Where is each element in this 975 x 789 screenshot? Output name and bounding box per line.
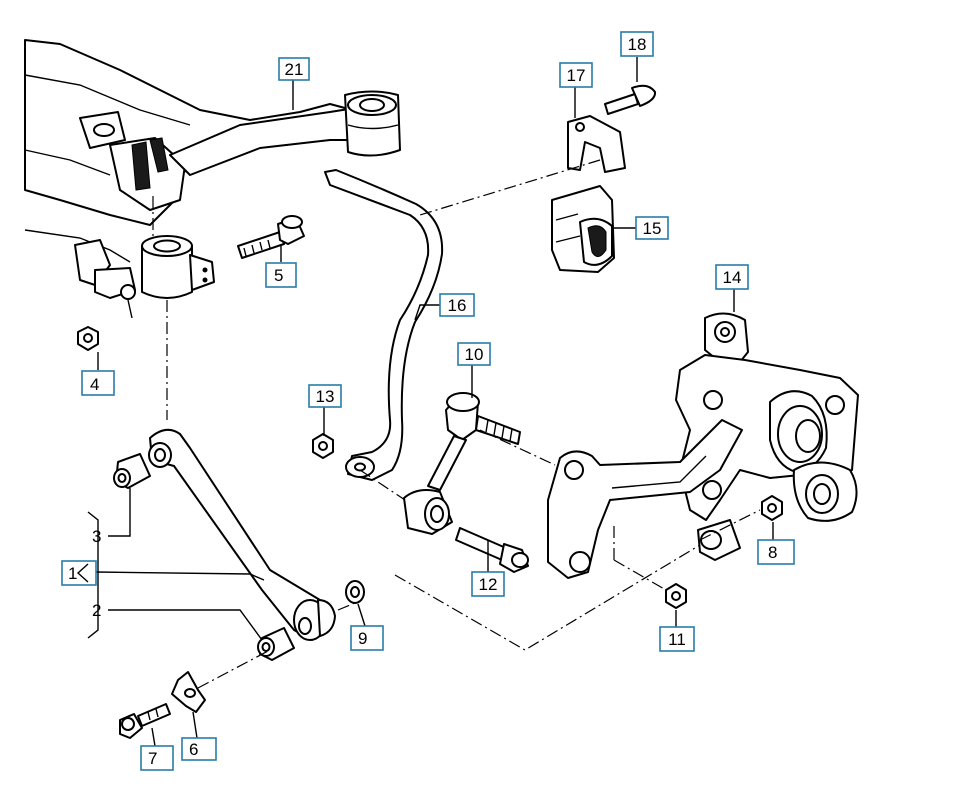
plate-part-6: [171, 671, 206, 713]
label-7-text: 7: [148, 749, 157, 768]
label-6-text: 6: [189, 740, 198, 759]
label-13: 13: [308, 384, 342, 408]
wheel-bearing-housing: [675, 312, 859, 561]
label-4: 4: [81, 370, 115, 396]
nut-part-11: [665, 583, 687, 609]
label-3: 3: [92, 527, 101, 546]
label-2-text: 2: [92, 601, 101, 620]
bushing-part-3: [113, 453, 151, 489]
label-7: 7: [140, 745, 174, 771]
subframe-bushing: [141, 235, 215, 299]
label-10-text: 10: [465, 345, 484, 364]
coupling-rod-part-10: [403, 392, 521, 535]
label-12-text: 12: [479, 575, 498, 594]
upper-control-arm: [169, 90, 401, 176]
label-9: 9: [350, 625, 384, 651]
label-16-text: 16: [448, 296, 467, 315]
label-5: 5: [265, 262, 297, 288]
label-10: 10: [457, 342, 491, 366]
label-15: 15: [635, 216, 669, 240]
label-18-text: 18: [628, 35, 647, 54]
assembly-lines: [152, 159, 761, 689]
label-14-text: 14: [723, 268, 742, 287]
label-3-text: 3: [92, 527, 101, 546]
nut-part-13: [312, 433, 334, 459]
label-5-text: 5: [274, 266, 283, 285]
label-2: 2: [92, 601, 101, 620]
label-17: 17: [559, 62, 593, 88]
label-8: 8: [757, 539, 795, 565]
rubber-mount-part-15: [551, 185, 615, 273]
stabilizer-bar: [324, 169, 444, 481]
lower-arm-part-1: [148, 428, 336, 641]
leader-lines: [87, 57, 774, 747]
label-4-text: 4: [90, 375, 99, 394]
label-11: 11: [659, 626, 695, 652]
label-18: 18: [620, 31, 654, 57]
clamp-part-17: [567, 115, 626, 173]
label-16: 16: [439, 293, 475, 317]
bolt-part-12: [455, 527, 529, 573]
label-11-text: 11: [668, 630, 686, 649]
label-15-text: 15: [643, 219, 662, 238]
transverse-link: [547, 419, 743, 579]
label-13-text: 13: [316, 387, 335, 406]
label-9-text: 9: [358, 629, 367, 648]
label-8-text: 8: [768, 543, 777, 562]
bushing-part-2: [257, 627, 295, 661]
label-17-text: 17: [567, 66, 586, 85]
label-12: 12: [471, 571, 505, 597]
nut-part-4: [77, 326, 99, 351]
bolt-part-5: [237, 215, 305, 259]
bolt-part-18: [604, 84, 657, 115]
nut-part-8: [761, 495, 783, 521]
label-21: 21: [278, 57, 310, 81]
label-6: 6: [181, 737, 217, 761]
label-21-text: 21: [285, 60, 304, 79]
label-1-text: 1: [68, 564, 77, 583]
label-14: 14: [715, 264, 749, 290]
washer-part-9: [345, 580, 365, 604]
label-1: 1: [61, 560, 97, 586]
subframe: [24, 39, 346, 319]
bolt-part-7: [119, 703, 171, 739]
